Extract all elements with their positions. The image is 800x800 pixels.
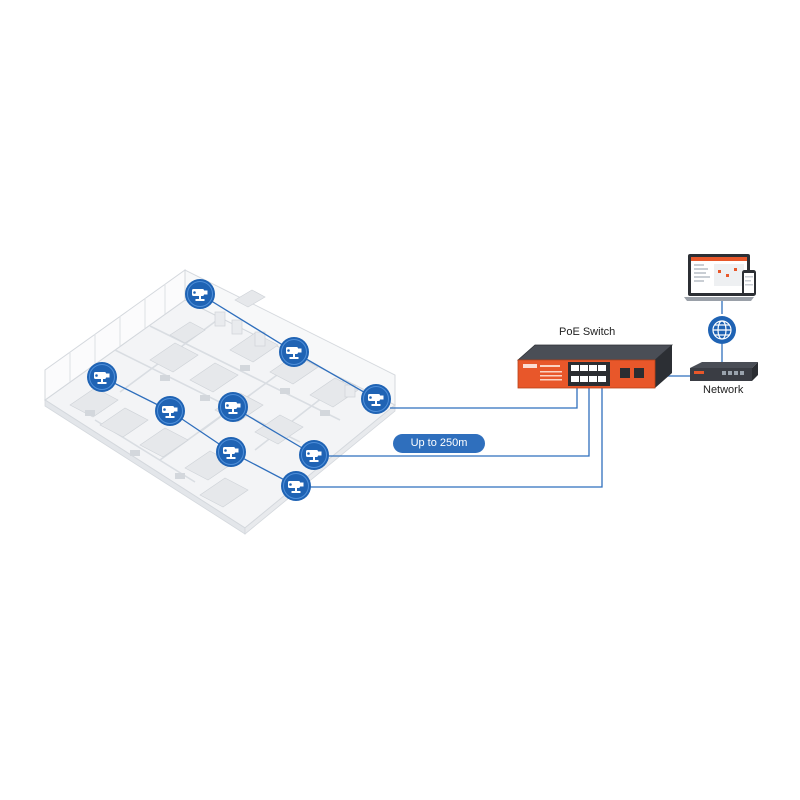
cable-cam1-cam2 bbox=[199, 293, 295, 353]
cctv-camera-icon[interactable] bbox=[86, 361, 118, 393]
cable-cam2-cam3 bbox=[293, 351, 377, 400]
cable-run-top bbox=[390, 384, 578, 409]
network-label: Network bbox=[703, 384, 744, 396]
cctv-camera-icon[interactable] bbox=[298, 439, 330, 471]
cctv-camera-icon[interactable] bbox=[154, 395, 186, 427]
cctv-camera-icon[interactable] bbox=[280, 470, 312, 502]
smartphone-icon[interactable] bbox=[742, 270, 756, 296]
distance-badge: Up to 250m bbox=[393, 434, 485, 453]
cctv-camera-icon[interactable] bbox=[278, 336, 310, 368]
cable-run-bottom bbox=[310, 384, 603, 488]
cctv-camera-icon[interactable] bbox=[184, 278, 216, 310]
laptop-icon[interactable] bbox=[684, 254, 754, 301]
cctv-camera-icon[interactable] bbox=[360, 383, 392, 415]
globe-icon bbox=[708, 316, 736, 344]
cable-run-middle bbox=[328, 384, 590, 457]
router-icon[interactable] bbox=[690, 362, 758, 381]
cctv-camera-icon[interactable] bbox=[215, 436, 247, 468]
poe-switch-icon[interactable] bbox=[516, 344, 674, 389]
poe-switch-label: PoE Switch bbox=[559, 326, 616, 338]
cable-cam6-cam8 bbox=[232, 406, 315, 456]
cctv-camera-icon[interactable] bbox=[217, 391, 249, 423]
